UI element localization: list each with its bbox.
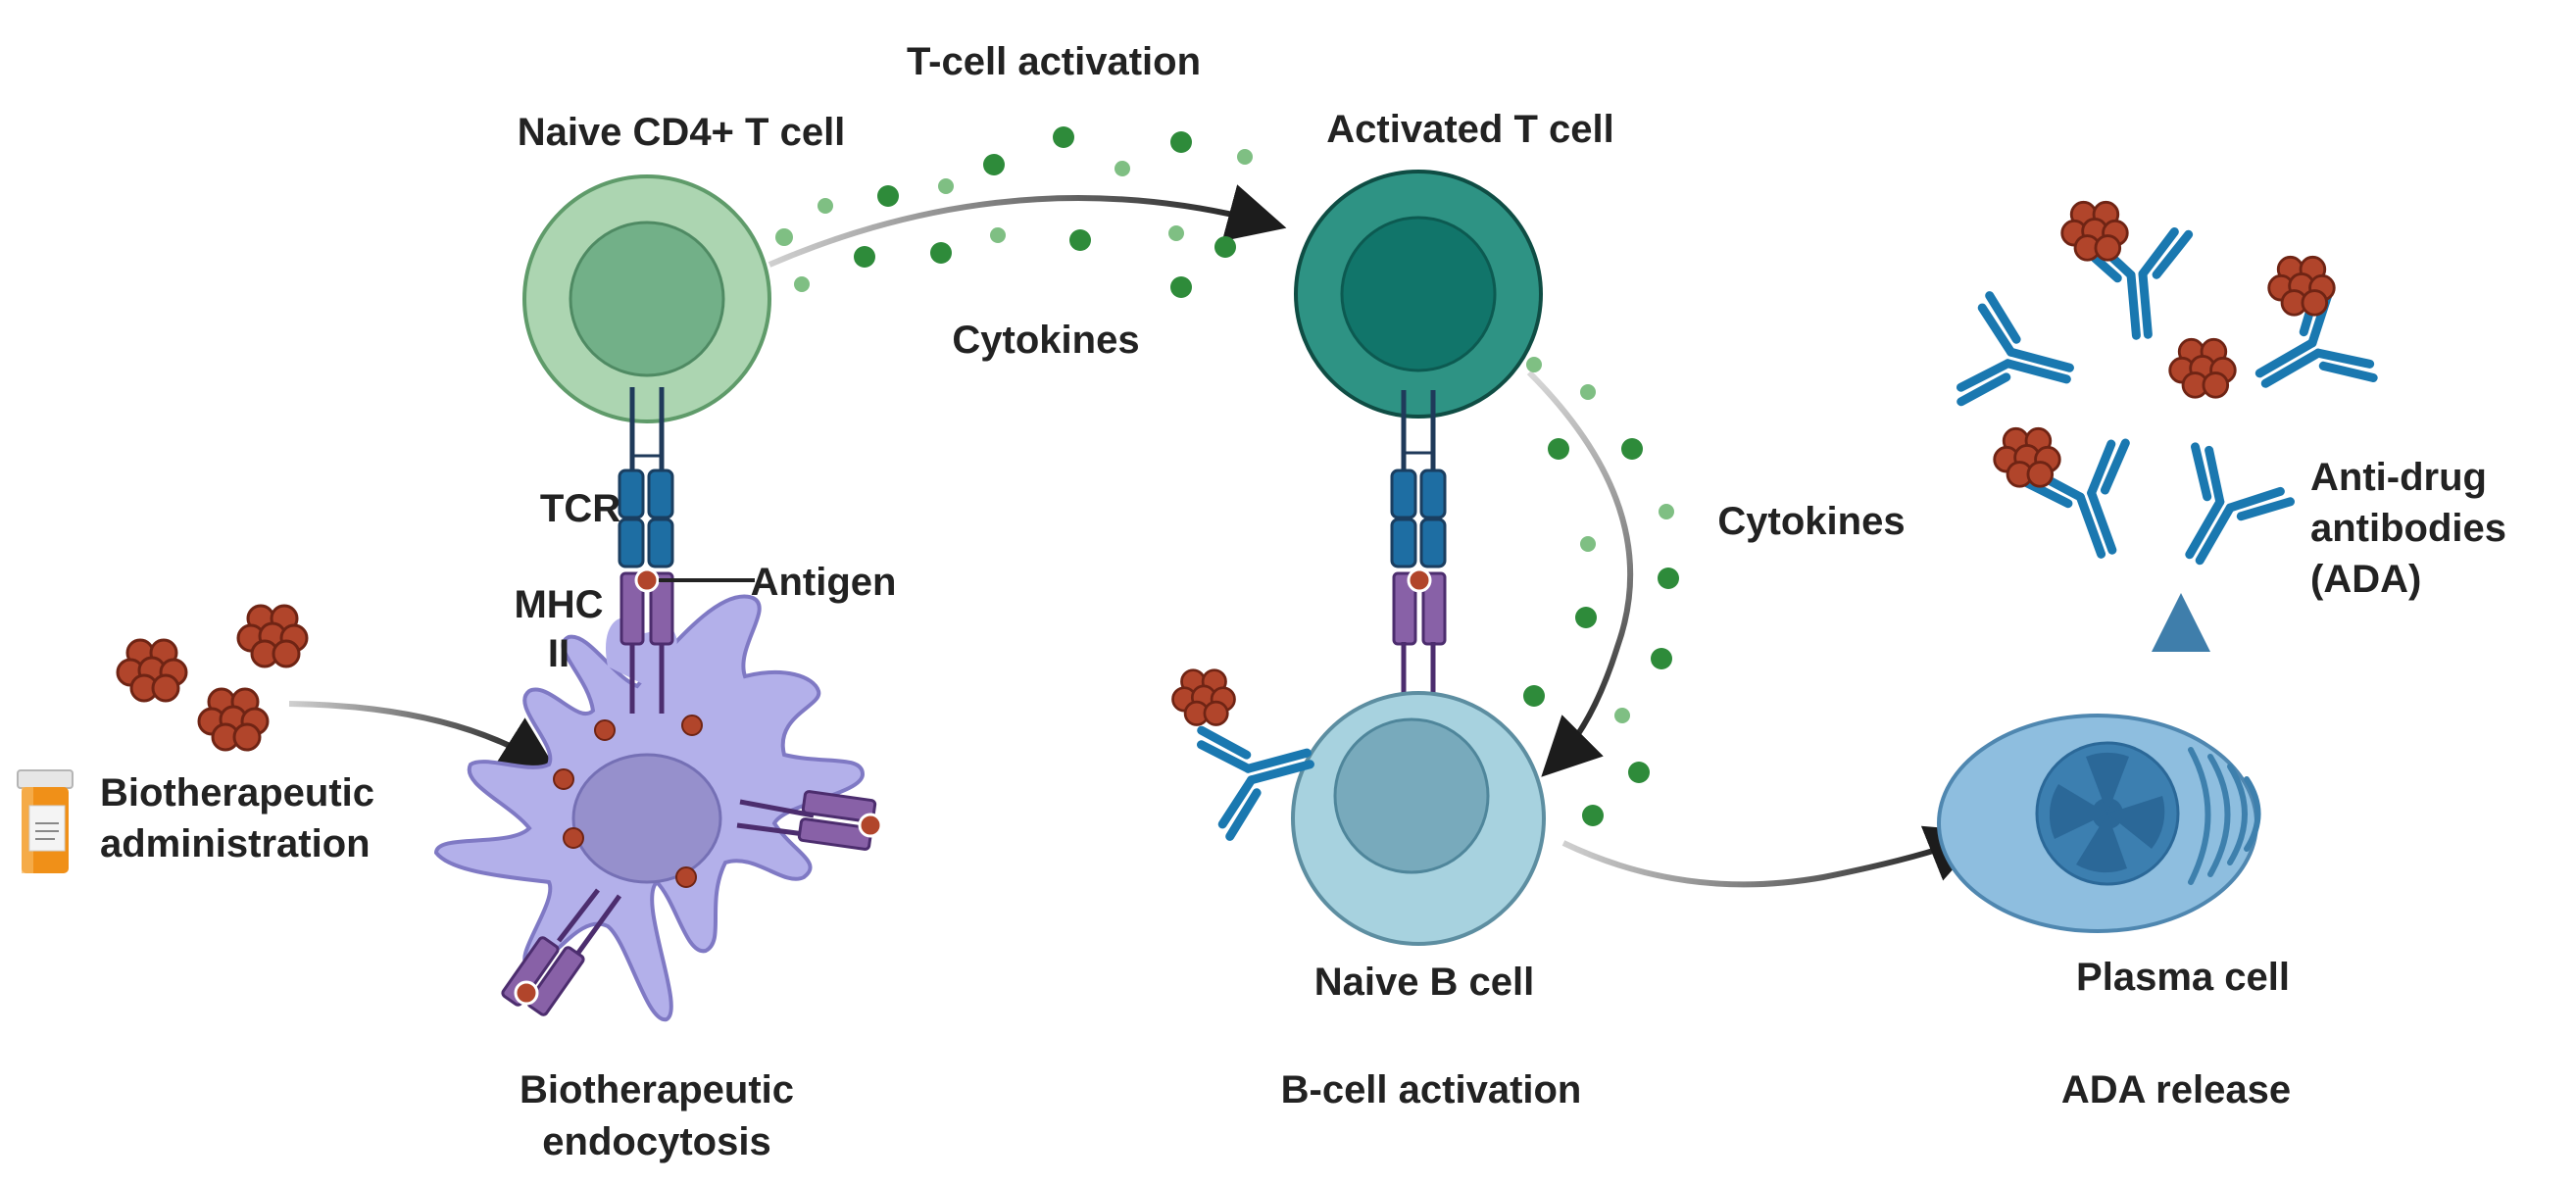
antigen-cluster-icon — [2060, 200, 2129, 262]
presented-antigen-icon — [514, 980, 539, 1006]
cytokine-dot-icon — [1658, 568, 1679, 589]
cytokine-dot-icon — [930, 242, 952, 264]
cytokines-top-group — [775, 126, 1253, 298]
cytokines-right-group — [1523, 357, 1679, 826]
cytokine-dot-icon — [1548, 438, 1569, 460]
presented-antigen-icon — [858, 813, 883, 838]
cytokine-dot-icon — [1214, 236, 1236, 258]
label-mhc-line1: MHC — [514, 583, 603, 626]
plasma-cell — [1937, 593, 2261, 933]
mhc-ii-molecule-side — [736, 790, 883, 851]
cytokine-dot-icon — [1170, 276, 1192, 298]
cytokine-dot-icon — [1628, 762, 1650, 783]
label-ada-line3: (ADA) — [2310, 558, 2421, 601]
cytokine-dot-icon — [794, 276, 810, 292]
mhc-ii-molecule — [619, 568, 674, 714]
label-plasma-cell: Plasma cell — [2076, 956, 2290, 999]
b-cell-nucleus — [1333, 717, 1490, 874]
label-antigen: Antigen — [751, 561, 897, 604]
cytokine-dot-icon — [1651, 648, 1672, 669]
label-cytokines-right: Cytokines — [1717, 500, 1905, 543]
antigen-cluster-icon — [1993, 426, 2061, 488]
label-stage-ada-release: ADA release — [2061, 1068, 2291, 1111]
arrow-t-cell-activation — [768, 184, 1287, 268]
cytokine-dot-icon — [1621, 438, 1643, 460]
cytokine-dot-icon — [990, 227, 1006, 243]
label-biotherapeutic-admin-line2: administration — [100, 822, 371, 865]
naive-t-cell-nucleus — [569, 221, 725, 377]
cytokine-dot-icon — [775, 228, 793, 246]
antigen-cluster-icon — [2267, 255, 2336, 317]
label-t-cell-activation: T-cell activation — [907, 40, 1201, 83]
cytokine-dot-icon — [983, 154, 1005, 175]
cytokine-dot-icon — [938, 178, 954, 194]
dendritic-cell-nucleus — [571, 753, 722, 884]
antibody-icon — [1957, 295, 2083, 427]
antigen-cluster-icon — [2168, 337, 2237, 399]
label-cytokines-top: Cytokines — [952, 319, 1139, 362]
cytokine-dot-icon — [877, 185, 899, 207]
cytokine-dot-icon — [817, 198, 833, 214]
cytokine-dot-icon — [1237, 149, 1253, 165]
label-activated-t-cell: Activated T cell — [1326, 108, 1613, 151]
cytokine-dot-icon — [1659, 504, 1674, 519]
cytokine-dot-icon — [1523, 685, 1545, 707]
antibody-icon — [2148, 443, 2293, 584]
label-stage-endocytosis-line2: endocytosis — [542, 1120, 770, 1163]
arrow-admin-to-endocytosis — [288, 701, 560, 774]
label-ada-line2: antibodies — [2310, 507, 2506, 550]
arrow-t-to-b-cell — [1526, 370, 1634, 777]
mhc-ii-molecule-lower — [501, 888, 622, 1016]
cytokine-dot-icon — [1575, 607, 1597, 628]
antigen-cluster-icon — [197, 687, 270, 752]
label-tcr: TCR — [540, 487, 620, 530]
label-mhc-line2: II — [548, 632, 570, 675]
internalized-antigen-icon — [681, 715, 703, 736]
label-stage-endocytosis-line1: Biotherapeutic — [520, 1068, 794, 1111]
internalized-antigen-icon — [563, 827, 584, 849]
cytokine-dot-icon — [1580, 536, 1596, 552]
activated-t-cell-nucleus — [1340, 216, 1497, 372]
naive-b-cell — [1171, 668, 1546, 946]
internalized-antigen-icon — [553, 768, 574, 790]
label-naive-b-cell: Naive B cell — [1314, 961, 1535, 1004]
cytokine-dot-icon — [1526, 357, 1542, 372]
internalized-antigen-icon — [675, 866, 697, 888]
presented-antigen-icon — [1407, 568, 1432, 593]
arrow-b-to-plasma — [1561, 825, 1987, 888]
label-naive-cd4-t-cell: Naive CD4+ T cell — [518, 111, 846, 154]
cytokine-dot-icon — [1069, 229, 1091, 251]
cytokine-dot-icon — [1582, 805, 1604, 826]
cytokine-dot-icon — [1053, 126, 1074, 148]
tcr-receptor — [618, 387, 674, 568]
dendritic-cell — [433, 568, 883, 1022]
antigen-cluster-icon — [116, 638, 188, 703]
activated-t-cell — [1294, 170, 1543, 716]
cytokine-dot-icon — [1580, 384, 1596, 400]
cytokine-dot-icon — [1115, 161, 1130, 176]
antigen-cluster-icon — [1171, 668, 1236, 726]
drug-antigen-clusters — [116, 604, 309, 752]
label-stage-b-cell-activation: B-cell activation — [1281, 1068, 1582, 1111]
antigen-cluster-icon — [236, 604, 309, 668]
presented-antigen-icon — [634, 568, 660, 593]
cytokine-dot-icon — [1170, 131, 1192, 153]
naive-cd4-t-cell — [522, 174, 771, 568]
pill-bottle-icon — [17, 769, 74, 873]
cytokine-dot-icon — [1168, 225, 1184, 241]
cytokine-dot-icon — [1614, 708, 1630, 723]
cytokine-dot-icon — [854, 246, 875, 268]
label-ada-line1: Anti-drug — [2310, 456, 2487, 499]
label-biotherapeutic-admin-line1: Biotherapeutic — [100, 771, 374, 815]
internalized-antigen-icon — [594, 719, 616, 741]
